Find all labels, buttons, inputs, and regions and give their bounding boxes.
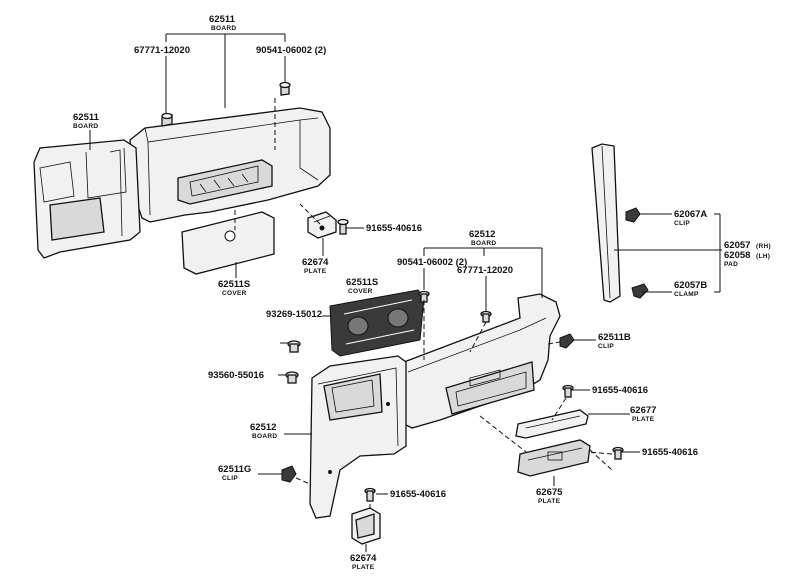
plate-62674-lower xyxy=(351,507,381,545)
label-62057-suffix: (RH) xyxy=(756,243,771,250)
part-93560 xyxy=(285,371,299,384)
label-67771-top: 67771-12020 xyxy=(134,45,190,56)
bolt-67771-middle xyxy=(480,310,492,323)
label-91655-bottom: 91655-40616 xyxy=(390,489,446,500)
label-62511-left-desc: BOARD xyxy=(73,123,98,130)
screw-91655-top xyxy=(337,218,349,235)
label-62067a-number: 62067A xyxy=(674,209,707,220)
screw-90541-middle xyxy=(418,290,430,303)
label-90541-mid: 90541-06002 (2) xyxy=(397,257,467,268)
label-62057b-number: 62057B xyxy=(674,280,707,291)
label-62511-left-number: 62511 xyxy=(73,112,100,123)
label-62058-number: 62058 xyxy=(724,250,750,261)
label-62511g-number: 62511G xyxy=(218,464,251,475)
plate-62677 xyxy=(515,409,589,439)
board-62511-upper xyxy=(33,107,331,259)
clip-62511b xyxy=(559,333,575,349)
part-93269 xyxy=(287,340,301,353)
label-pad-desc: PAD xyxy=(724,261,738,268)
label-67771-mid: 67771-12020 xyxy=(457,265,513,276)
label-62511s-mid-number: 62511S xyxy=(346,277,378,288)
cover-62511s-middle xyxy=(329,289,425,357)
label-62512-mid-number: 62512 xyxy=(469,229,495,240)
label-62677-number: 62677 xyxy=(630,405,656,416)
screw-91655-bottom xyxy=(364,487,376,502)
clip-62511g xyxy=(281,465,297,483)
label-62511g-desc: CLIP xyxy=(222,475,238,482)
label-62057-number: 62057 xyxy=(724,240,750,251)
label-62511b-number: 62511B xyxy=(598,332,631,343)
plate-62675 xyxy=(517,439,591,477)
screw-91655-right-upper xyxy=(562,384,574,398)
cover-62511s-upper xyxy=(181,211,275,275)
label-62067a-desc: CLIP xyxy=(674,220,690,227)
label-62677-desc: PLATE xyxy=(632,416,655,423)
label-90541-top: 90541-06002 (2) xyxy=(256,45,326,56)
label-93560: 93560-55016 xyxy=(208,370,264,381)
label-62511s-mid-desc: COVER xyxy=(348,288,373,295)
label-62674-top-desc: PLATE xyxy=(304,268,327,275)
label-62675-desc: PLATE xyxy=(538,498,561,505)
label-62674-top-number: 62674 xyxy=(302,257,329,268)
pad-62057 xyxy=(591,143,621,303)
screw-90541-top xyxy=(279,81,291,96)
label-62674-bottom-desc: PLATE xyxy=(352,564,375,571)
label-93269: 93269-15012 xyxy=(266,309,322,320)
label-62675-number: 62675 xyxy=(536,487,563,498)
label-91655-right-lower: 91655-40616 xyxy=(642,447,698,458)
label-62058-suffix: (LH) xyxy=(756,253,770,260)
board-62512-lower xyxy=(309,355,407,519)
callout-labels: 62511 BOARD 67771-12020 90541-06002 (2) … xyxy=(73,14,771,571)
label-62512-lower-desc: BOARD xyxy=(252,433,277,440)
screw-91655-right-lower xyxy=(612,446,624,460)
clamp-62057b xyxy=(631,283,649,299)
label-62511-top-number: 62511 xyxy=(209,14,236,25)
board-62512-middle xyxy=(403,293,561,429)
label-62511s-top-desc: COVER xyxy=(222,290,247,297)
label-62512-lower-number: 62512 xyxy=(250,422,276,433)
bolt-67771-top xyxy=(161,112,173,127)
label-62511b-desc: CLIP xyxy=(598,343,614,350)
label-91655-top: 91655-40616 xyxy=(366,223,422,234)
clip-62067a xyxy=(625,207,641,223)
leader-lines xyxy=(89,33,722,552)
label-62511s-top-number: 62511S xyxy=(218,279,250,290)
label-62512-mid-desc: BOARD xyxy=(471,240,496,247)
label-62674-bottom-number: 62674 xyxy=(350,553,377,564)
label-91655-right-upper: 91655-40616 xyxy=(592,385,648,396)
label-62511-top-desc: BOARD xyxy=(211,25,236,32)
plate-62674-upper xyxy=(307,211,337,239)
label-62057b-desc: CLAMP xyxy=(674,291,699,298)
